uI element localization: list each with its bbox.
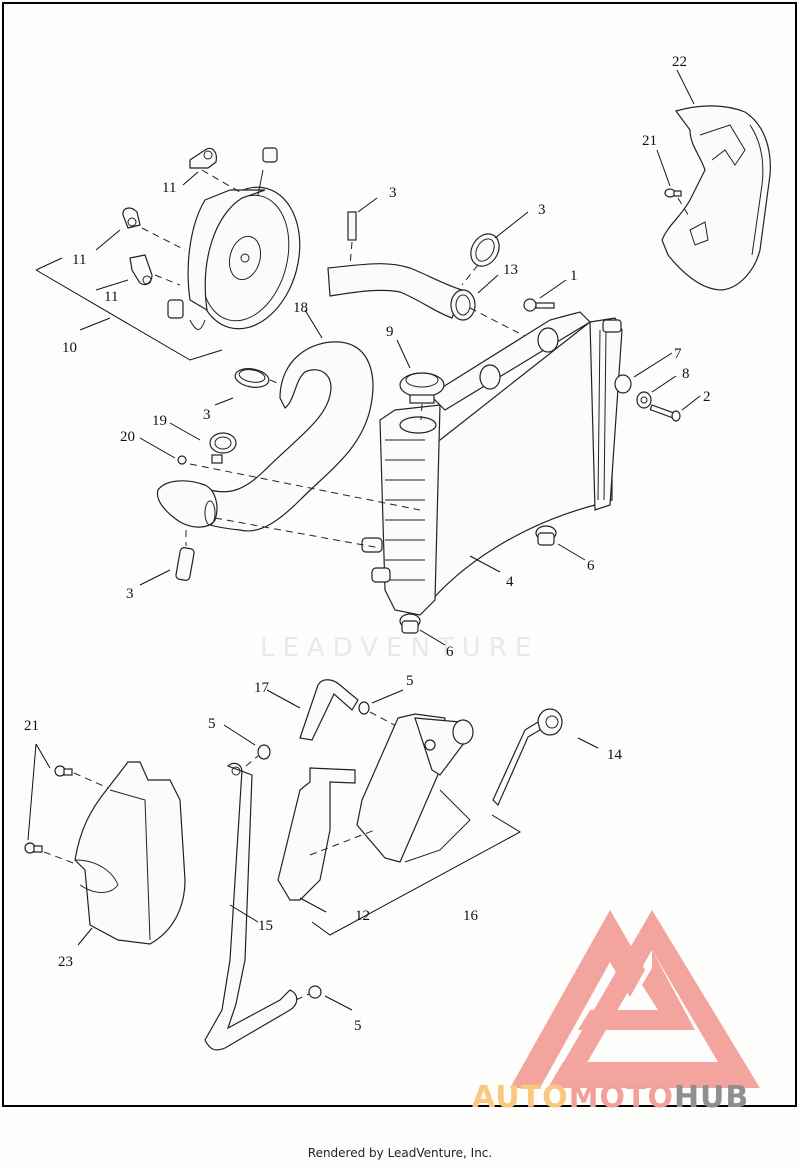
part-22-right-cover xyxy=(661,105,771,291)
part-12-reservoir-bracket xyxy=(277,767,356,901)
callout-5-bottom[interactable]: 5 xyxy=(354,1018,362,1034)
automotohub-wordmark: AUTOMOTOHUB xyxy=(472,1080,749,1115)
part-23-left-cover xyxy=(74,761,186,945)
part-6-grommet-a xyxy=(535,525,557,546)
callout-19[interactable]: 19 xyxy=(152,413,167,429)
callout-20[interactable]: 20 xyxy=(120,429,135,445)
part-5-clamp-a xyxy=(257,744,271,760)
callout-4[interactable]: 4 xyxy=(506,574,514,590)
callout-1[interactable]: 1 xyxy=(570,268,578,284)
part-20-nut xyxy=(177,455,187,465)
part-11-clip-c xyxy=(129,254,153,286)
callout-13[interactable]: 13 xyxy=(503,262,518,278)
part-21-screw-a xyxy=(54,765,73,777)
callout-12[interactable]: 12 xyxy=(355,908,370,924)
callout-3-upper-a[interactable]: 3 xyxy=(389,185,397,201)
wordmark-hub: HUB xyxy=(673,1080,750,1115)
callout-9[interactable]: 9 xyxy=(386,324,394,340)
callout-22[interactable]: 22 xyxy=(672,54,687,70)
part-5-clamp-c xyxy=(308,985,322,999)
callout-11-top[interactable]: 11 xyxy=(162,180,176,196)
callout-3-lower[interactable]: 3 xyxy=(126,586,134,602)
part-6-grommet-b xyxy=(399,613,421,634)
callout-5-upper[interactable]: 5 xyxy=(406,673,414,689)
callout-16[interactable]: 16 xyxy=(463,908,479,924)
part-17-small-hose xyxy=(299,679,359,741)
part-5-clamp-b xyxy=(358,701,370,715)
automotohub-logo xyxy=(510,910,760,1088)
part-16-coolant-reservoir xyxy=(356,713,474,863)
part-11-clip-b xyxy=(122,207,141,229)
callout-21-left[interactable]: 21 xyxy=(24,718,39,734)
part-4-radiator xyxy=(361,311,623,616)
callout-6-bottom[interactable]: 6 xyxy=(446,644,454,660)
leadventure-watermark: LEADVENTURE xyxy=(260,633,539,663)
callout-21-top[interactable]: 21 xyxy=(642,133,657,149)
part-1-bolt xyxy=(523,298,555,312)
part-2-bolt xyxy=(649,404,681,422)
callout-23[interactable]: 23 xyxy=(58,954,73,970)
part-15-hose xyxy=(204,762,298,1051)
part-7-grommet xyxy=(614,374,632,394)
part-19-clamp xyxy=(209,432,237,464)
part-21-screw-b xyxy=(24,842,43,854)
callout-3-middle[interactable]: 3 xyxy=(203,407,211,423)
callout-11-middle[interactable]: 11 xyxy=(72,252,86,268)
callout-10[interactable]: 10 xyxy=(62,340,77,356)
callout-3-upper-b[interactable]: 3 xyxy=(538,202,546,218)
part-3-clamp-c xyxy=(234,368,270,388)
callout-17[interactable]: 17 xyxy=(254,680,270,696)
part-9-radiator-cap xyxy=(399,372,445,404)
wordmark-moto: MOTO xyxy=(568,1080,674,1115)
footer-credit: Rendered by LeadVenture, Inc. xyxy=(307,1146,493,1160)
callout-11-lower[interactable]: 11 xyxy=(104,289,118,305)
part-11-clip-a xyxy=(189,147,217,169)
callout-8[interactable]: 8 xyxy=(682,366,690,382)
part-18-lower-hose xyxy=(156,341,374,532)
callout-15[interactable]: 15 xyxy=(258,918,273,934)
callout-14[interactable]: 14 xyxy=(607,747,623,763)
callout-2[interactable]: 2 xyxy=(703,389,711,405)
part-21-screw-top xyxy=(664,188,682,198)
callout-18[interactable]: 18 xyxy=(293,300,308,316)
callout-5-left[interactable]: 5 xyxy=(208,716,216,732)
part-3-clamp-d xyxy=(175,547,195,581)
part-3-clamp-a xyxy=(347,211,357,241)
part-10-cooling-fan xyxy=(167,147,301,330)
part-14-dipstick-cap xyxy=(492,708,563,807)
wordmark-auto: AUTO xyxy=(472,1080,569,1115)
callout-6-right[interactable]: 6 xyxy=(587,558,595,574)
part-3-clamp-b xyxy=(470,233,500,267)
callout-7[interactable]: 7 xyxy=(674,346,682,362)
part-8-washer xyxy=(636,391,652,409)
part-13-upper-hose xyxy=(327,263,476,321)
